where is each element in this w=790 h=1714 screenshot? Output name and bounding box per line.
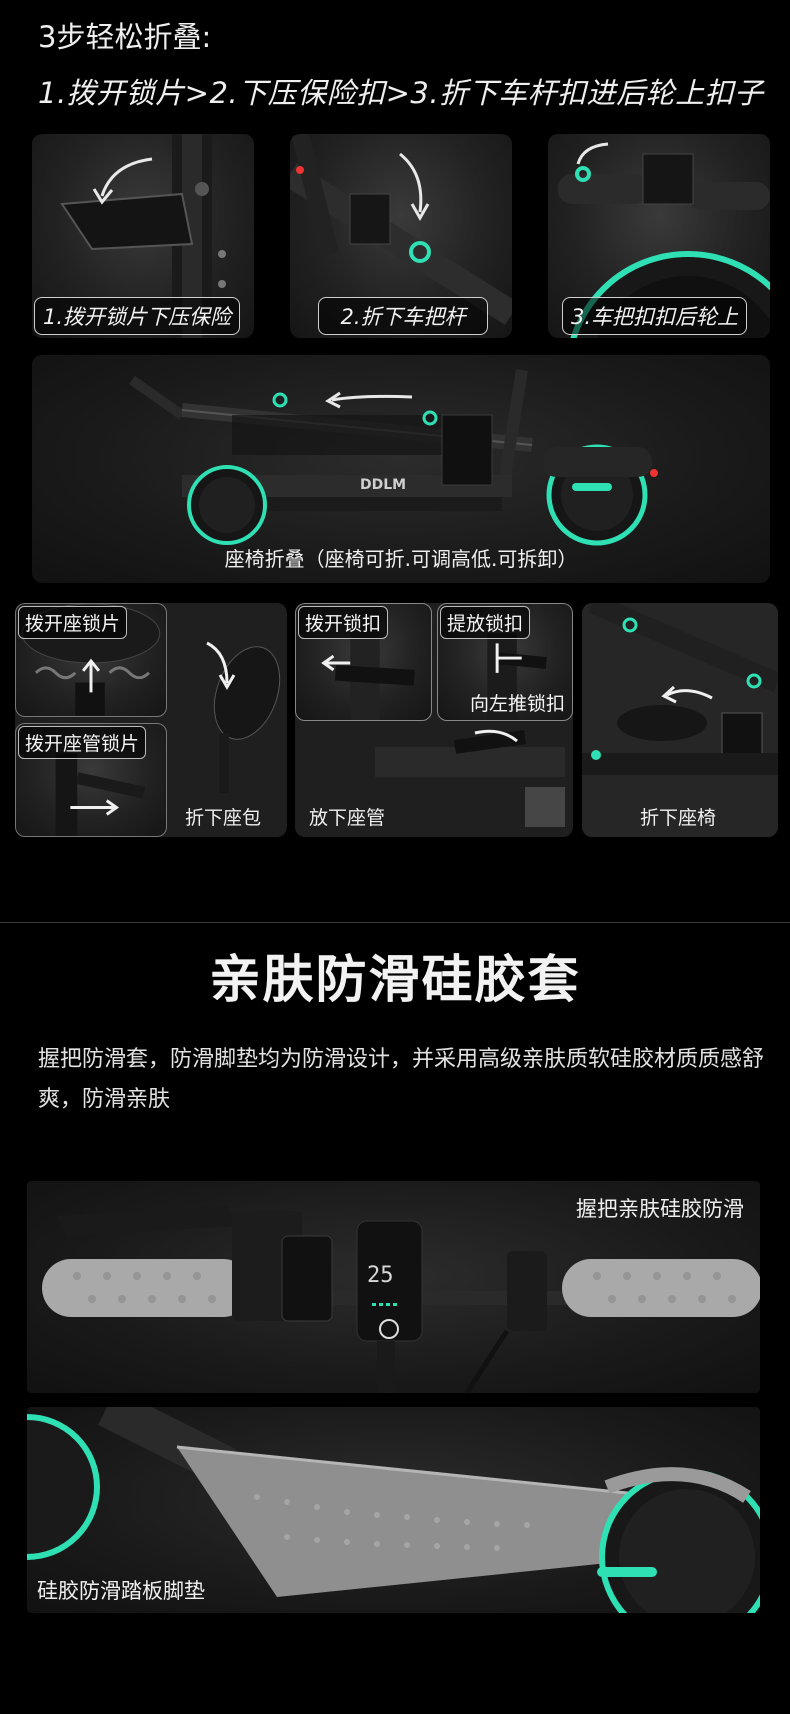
fold-step-1-photo: 1.拨开锁片下压保险	[32, 134, 254, 338]
fold-step-1-caption: 1.拨开锁片下压保险	[34, 297, 241, 335]
seat-lock-photo: 拨开座锁片	[15, 603, 167, 717]
page-title: 3步轻松折叠:	[38, 20, 212, 54]
seat-post-lock-photo: 拨开座管锁片	[15, 723, 167, 837]
grip-label: 握把亲肤硅胶防滑	[576, 1197, 744, 1221]
silicone-section-description: 握把防滑套，防滑脚垫均为防滑设计，并采用高级亲肤质软硅胶材质质感舒爽，防滑亲肤	[38, 1047, 765, 1112]
section-divider	[0, 922, 790, 923]
fold-seat-panel: 折下座椅	[582, 603, 778, 837]
lower-post-illustration	[375, 729, 565, 827]
fold-step-2-caption: 2.折下车把杆	[318, 297, 488, 335]
handlebar-fold-illustration	[290, 134, 512, 325]
seat-lock-tag: 拨开座锁片	[18, 606, 128, 639]
unlock-buckle-photo: 拨开锁扣	[295, 603, 432, 721]
latch-illustration	[60, 134, 226, 338]
folded-scooter-illustration	[129, 369, 658, 546]
grip-photo: 25 握把亲肤硅胶防滑	[27, 1181, 760, 1393]
seat-bag-fold-illustration	[206, 641, 281, 793]
lift-buckle-tag: 提放锁扣	[440, 606, 531, 639]
footpad-illustration	[27, 1407, 760, 1613]
lift-buckle-photo: 提放锁扣 向左推锁扣	[437, 603, 573, 721]
seat-lock-panel: 拨开座锁片 拨开座管锁片 折下座包	[15, 603, 287, 837]
lower-post-label: 放下座管	[309, 807, 386, 829]
unlock-buckle-tag: 拨开锁扣	[298, 606, 389, 639]
speed-display: 25	[367, 1263, 394, 1288]
footpad-label: 硅胶防滑踏板脚垫	[37, 1579, 205, 1603]
seat-post-lock-tag: 拨开座管锁片	[18, 726, 147, 759]
brand-mark: DDLM	[360, 477, 407, 493]
handlebar-illustration	[42, 1206, 760, 1393]
folded-scooter-photo: DDLM 座椅折叠（座椅可折.可调高低.可拆卸）	[32, 355, 770, 583]
fold-seat-illustration	[582, 603, 778, 775]
buckle-panel: 拨开锁扣 提放锁扣 向左推锁扣 放下座管	[295, 603, 573, 837]
footpad-photo: 硅胶防滑踏板脚垫	[27, 1407, 760, 1613]
folded-scooter-caption: 座椅折叠（座椅可折.可调高低.可拆卸）	[224, 547, 578, 571]
fold-step-3-photo: 3.车把扣扣后轮上	[548, 134, 770, 338]
silicone-section-title: 亲肤防滑硅胶套	[209, 951, 581, 1010]
fold-step-3-caption: 3.车把扣扣后轮上	[562, 297, 748, 335]
lift-buckle-illustration	[487, 633, 547, 720]
fold-step-2-photo: 2.折下车把杆	[290, 134, 512, 338]
fold-steps-summary: 1.拨开锁片>2.下压保险扣>3.折下车杆扣进后轮上扣子	[38, 76, 764, 110]
push-left-tag: 向左推锁扣	[470, 693, 566, 715]
fold-seat-bag-label: 折下座包	[185, 807, 262, 829]
fold-seat-label: 折下座椅	[640, 807, 717, 829]
seat-post-illustration	[55, 753, 146, 836]
